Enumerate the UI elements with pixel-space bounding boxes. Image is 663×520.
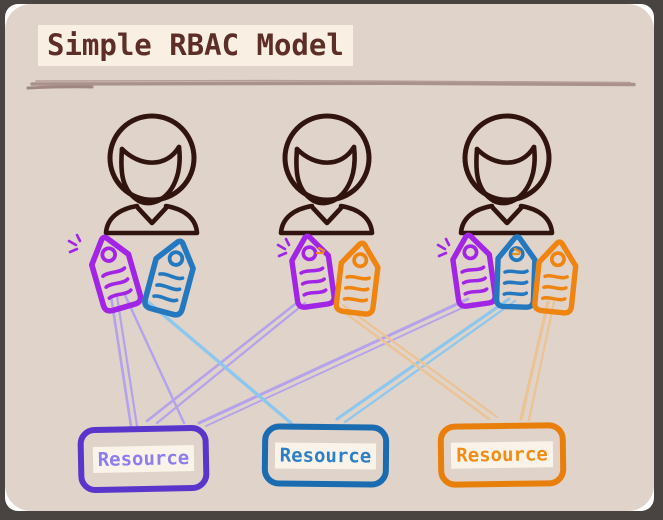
role-tag-orange-icon <box>532 239 579 316</box>
resource-label: Resource <box>274 441 377 470</box>
user-icon <box>278 113 375 236</box>
sparkle-icon <box>436 237 451 258</box>
resource-box-blue: Resource <box>261 423 390 488</box>
user-icon <box>458 113 555 236</box>
role-tag-purple-icon <box>289 233 337 310</box>
role-tag-purple-icon <box>88 234 144 314</box>
divider-line <box>26 79 636 90</box>
role-tag-orange-icon <box>333 240 381 317</box>
resource-label: Resource <box>451 441 553 469</box>
sparkle-icon <box>276 237 291 258</box>
resource-box-orange: Resource <box>437 422 567 488</box>
page-title: Simple RBAC Model <box>38 25 353 66</box>
role-tag-blue-icon <box>493 234 538 310</box>
user-icon <box>103 113 200 236</box>
role-tag-blue-icon <box>142 238 196 318</box>
sparkle-icon <box>315 246 326 255</box>
sparkle-icon <box>511 247 522 256</box>
resource-label: Resource <box>92 444 195 474</box>
sparkle-icon <box>67 233 82 254</box>
resource-box-purple: Resource <box>77 424 210 494</box>
